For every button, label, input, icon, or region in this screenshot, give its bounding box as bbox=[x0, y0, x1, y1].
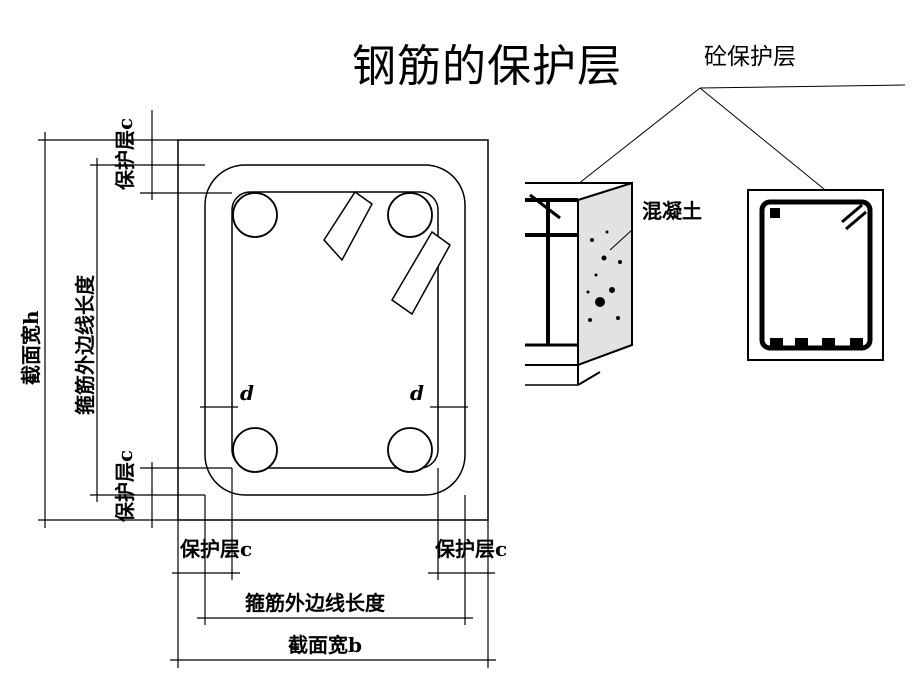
rebar-bars bbox=[232, 192, 433, 473]
page-title: 钢筋的保护层 bbox=[352, 41, 622, 92]
label-d-right: d bbox=[410, 381, 424, 405]
label-d-left: d bbox=[240, 381, 254, 405]
label-concrete: 混凝土 bbox=[642, 199, 702, 223]
label-cover-left: 保护层c bbox=[179, 537, 252, 561]
rebar-bottom-right bbox=[387, 427, 433, 473]
section-illustration-right bbox=[747, 189, 884, 361]
dimension-lines-bottom bbox=[170, 406, 496, 668]
rebar-top-left bbox=[232, 192, 278, 238]
label-section-width: 截面宽b bbox=[288, 633, 362, 657]
label-stirrup-width: 箍筋外边线长度 bbox=[245, 591, 386, 615]
rebar-bottom-left bbox=[232, 427, 278, 473]
section-outline bbox=[177, 139, 489, 521]
callout-lines bbox=[572, 84, 906, 199]
beam-3d-illustration bbox=[525, 181, 633, 386]
label-section-height: 截面宽h bbox=[19, 310, 43, 385]
label-cover-right: 保护层c bbox=[434, 537, 507, 561]
stirrup-hook bbox=[323, 190, 451, 316]
label-cover-bottom: 保护层c bbox=[113, 450, 137, 523]
stirrup bbox=[204, 164, 466, 496]
dimension-lines-left bbox=[38, 110, 232, 528]
subtitle-concrete-cover: 砼保护层 bbox=[704, 44, 796, 70]
rebar-top-right bbox=[387, 192, 433, 238]
label-cover-top: 保护层c bbox=[113, 118, 137, 191]
label-stirrup-height: 箍筋外边线长度 bbox=[73, 274, 97, 415]
